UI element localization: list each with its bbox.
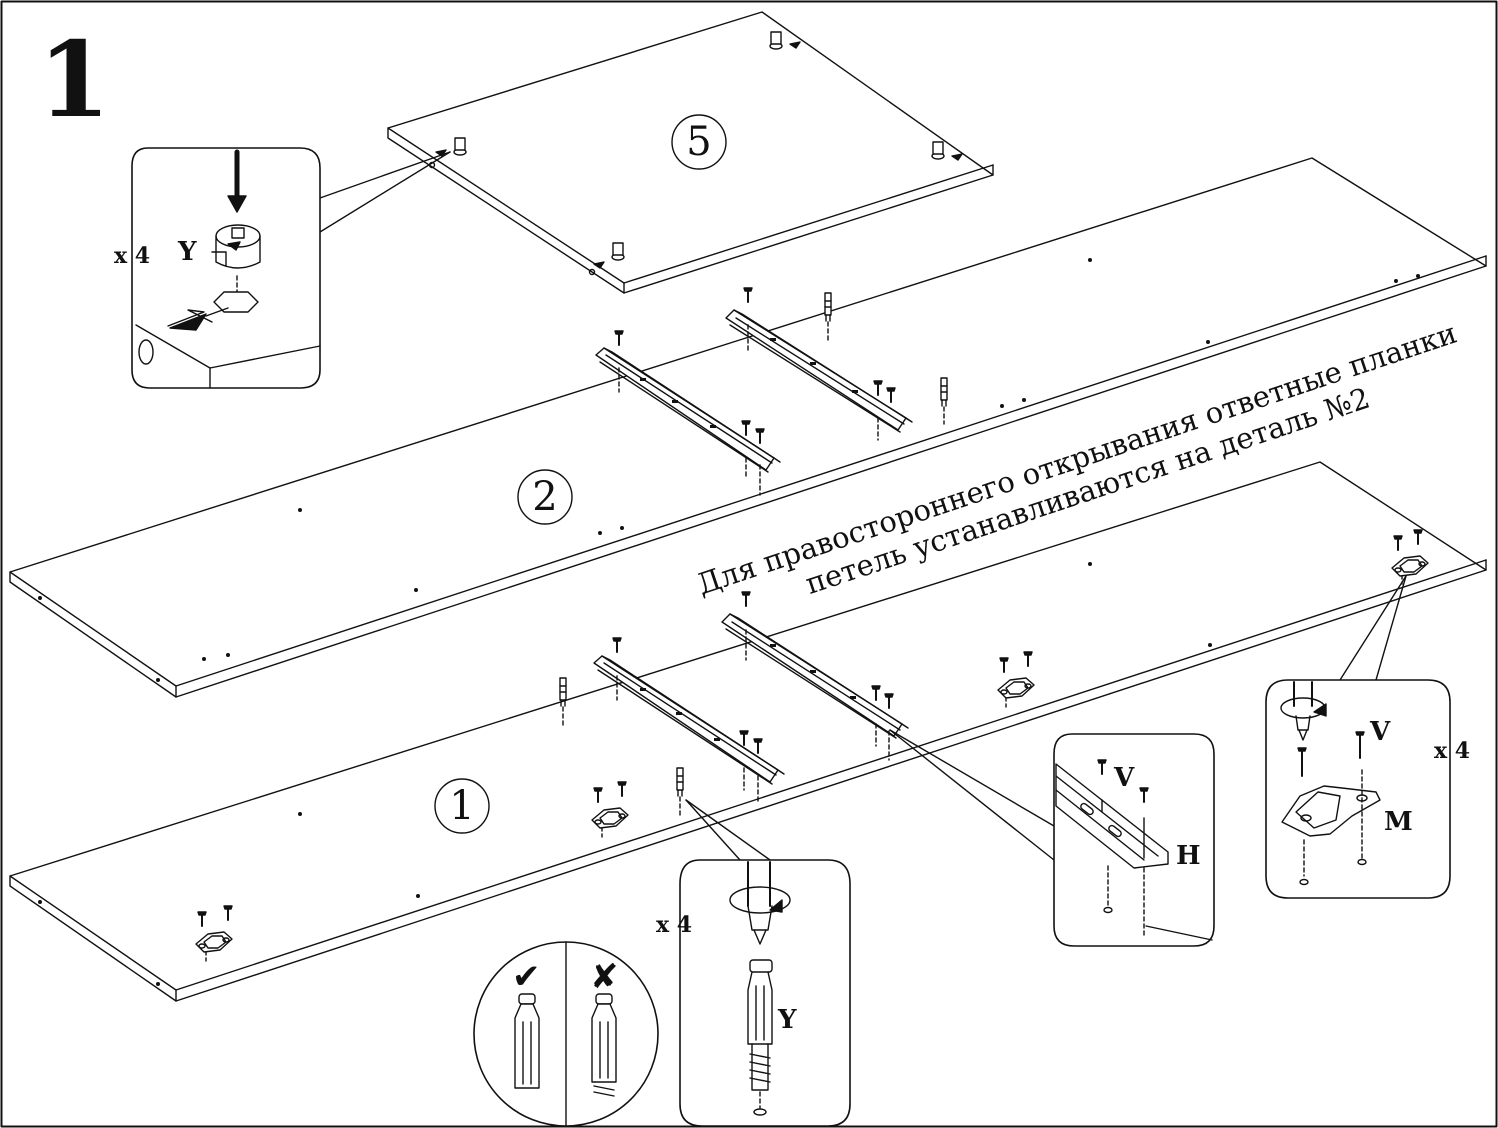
qty-dowel: x 4 [656,912,692,938]
detail-mounting-plate: V M x 4 [1265,575,1470,899]
check-correct-icon: ✔ [512,957,541,997]
panel-5: 5 [387,11,994,294]
label-dowel-y: Y [777,1005,797,1035]
rail-left-bottom [559,637,785,805]
step-number: 1 [38,18,110,141]
detail-dowel: x 4 Y [656,799,851,1127]
part-number-1: 1 [449,783,474,829]
part-number-2: 2 [532,474,557,520]
rail-left-top [595,330,781,496]
label-hinge-h: H [1176,841,1201,871]
detail-cam-lock: x 4 Y [114,147,451,389]
label-mounting-m: M [1384,807,1413,837]
label-screw-v-2: V [1369,717,1391,747]
rail-right-bottom [721,591,909,761]
mounting-plate-b [591,781,629,841]
qty-mounting-plate: x 4 [1434,738,1470,764]
label-screw-v-1: V [1113,763,1135,793]
qty-cam-lock: x 4 [114,243,150,269]
detail-correct-wrong: ✔ ✘ [473,941,659,1127]
label-cam-lock-y: Y [177,237,197,267]
part-number-circle [671,114,727,170]
detail-hinge-plate: V H [889,729,1215,947]
rail-right-top [725,287,948,441]
mounting-plate-a [195,905,233,963]
panel-2: 2 [9,157,1487,698]
part-number-5: 5 [686,119,711,165]
mounting-plate-c [997,651,1035,709]
check-wrong-icon: ✘ [590,957,619,997]
